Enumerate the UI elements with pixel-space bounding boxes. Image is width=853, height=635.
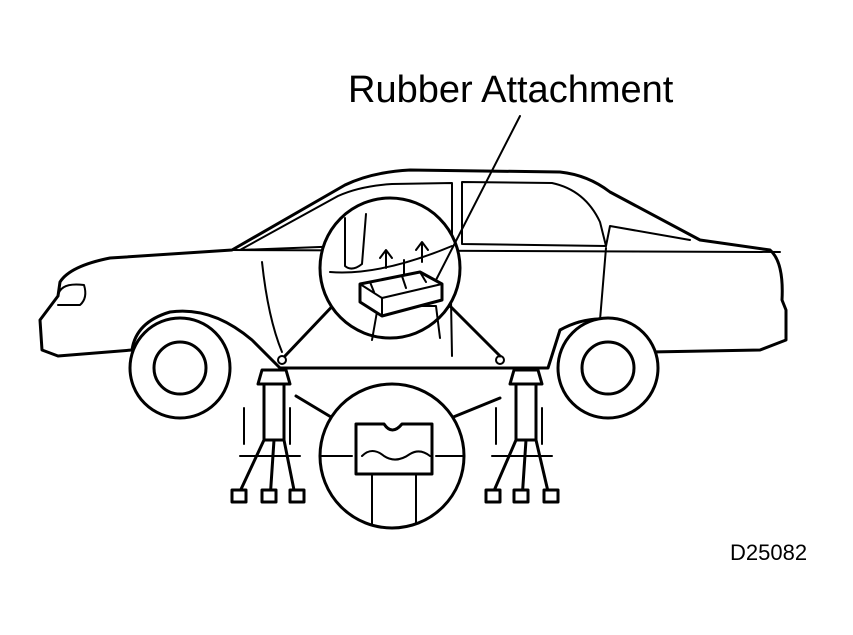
front-lift-point <box>277 355 287 365</box>
front-wheel <box>128 316 232 420</box>
magnifier-top <box>283 196 502 358</box>
callout-leader-line <box>435 115 521 281</box>
figure-code: D25082 <box>730 540 808 565</box>
front-jack-stand <box>230 368 306 504</box>
rear-wheel <box>556 316 660 420</box>
front-window <box>239 182 453 251</box>
callout-label: Rubber Attachment <box>348 69 674 111</box>
rear-lift-point <box>495 355 505 365</box>
magnifier-bottom <box>294 382 502 530</box>
rear-window <box>461 181 607 247</box>
arrow-up-icon <box>415 241 429 263</box>
jack-stand-saddle <box>354 422 434 476</box>
rear-jack-stand <box>484 368 560 504</box>
arrow-up-icon <box>379 249 393 269</box>
